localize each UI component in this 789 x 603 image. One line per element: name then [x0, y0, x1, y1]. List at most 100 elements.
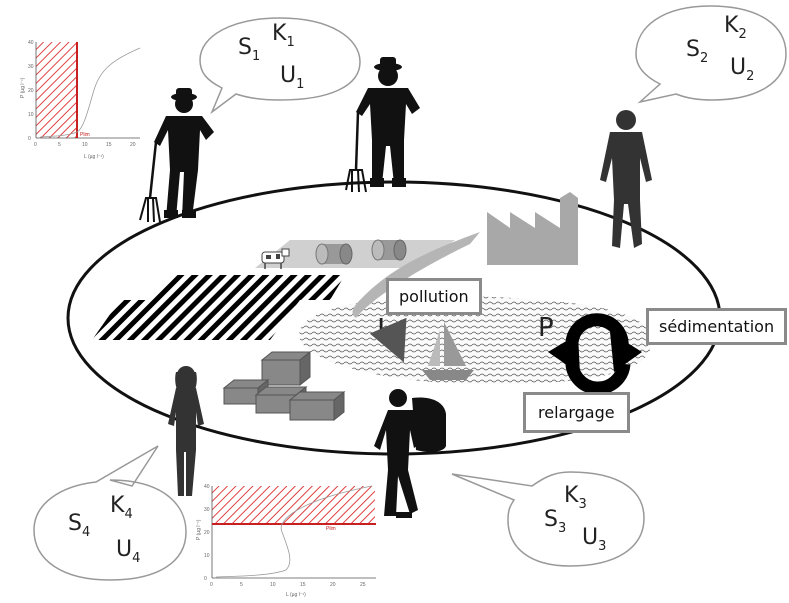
stakeholder-1-u-index: 1	[296, 77, 304, 92]
plot-1-x-tick: 20	[130, 142, 136, 148]
plot-2-x-tick: 20	[330, 582, 336, 588]
plot-2: 0 10 20 30 40 0 5 10 15 20 25 Plim P (µg l⁻¹) L (…	[196, 484, 376, 598]
plot-1-x-tick: 15	[106, 142, 112, 148]
svg-text:K3: K3	[564, 483, 587, 512]
stakeholder-3-labels: S3 K3 U3	[544, 483, 606, 554]
plot-1-x-tick: 0	[34, 142, 37, 148]
farmer-1-silhouette	[139, 88, 214, 223]
stakeholder-2-s: S	[686, 37, 700, 62]
svg-text:U4: U4	[116, 537, 140, 566]
hiker-silhouette	[374, 389, 446, 518]
plot-2-x-tick: 15	[300, 582, 306, 588]
plot-2-x-tick: 25	[360, 582, 366, 588]
stakeholder-4-k-index: 4	[124, 507, 132, 522]
farmer-2-silhouette	[345, 57, 420, 193]
plot-2-x-tick: 10	[270, 582, 276, 588]
stakeholder-1-u: U	[280, 63, 296, 88]
cow-icon	[261, 248, 290, 269]
speech-bubble-2	[635, 5, 787, 104]
relargage-label-box: relargage	[523, 392, 630, 433]
svg-text:K1: K1	[272, 21, 295, 50]
speech-bubble-3	[451, 471, 645, 567]
pollution-label: pollution	[399, 287, 469, 306]
plot-1-x-tick: 10	[82, 142, 88, 148]
stakeholder-4-k: K	[110, 493, 125, 518]
pollution-flow	[352, 232, 480, 318]
stakeholder-4-s: S	[68, 511, 82, 536]
hay-bale-2	[371, 239, 407, 261]
sedimentation-label-box: sédimentation	[646, 308, 788, 345]
stakeholder-3-k: K	[564, 483, 579, 508]
stakeholder-4-labels: S4 K4 U4	[68, 493, 140, 566]
stakeholder-2-u-index: 2	[746, 69, 754, 84]
plot-2-y-tick: 20	[204, 530, 210, 536]
plot-2-xlabel: L (µg l⁻¹)	[286, 592, 306, 598]
plot-1-ylabel: P (µg l⁻¹)	[20, 77, 26, 98]
plot-1-marker-label: Plim	[80, 132, 90, 138]
stakeholder-1-s-index: 1	[252, 49, 260, 64]
plot-2-ylabel: P (µg l⁻¹)	[196, 519, 202, 540]
stakeholder-3-u: U	[582, 525, 598, 550]
svg-text:S4: S4	[68, 511, 90, 540]
relargage-label: relargage	[538, 403, 615, 422]
speech-bubble-1	[199, 17, 361, 115]
svg-text:U1: U1	[280, 63, 304, 92]
plot-2-y-tick: 30	[204, 507, 210, 513]
stakeholder-2-labels: S2 K2 U2	[686, 13, 754, 84]
plot-2-threshold-label: Plim	[326, 526, 336, 532]
svg-text:S3: S3	[544, 507, 566, 536]
man-silhouette	[600, 110, 652, 248]
svg-text:K2: K2	[724, 13, 747, 42]
stakeholder-4-u: U	[116, 537, 132, 562]
plot-1-y-tick: 30	[28, 64, 34, 70]
stakeholder-2-k: K	[724, 13, 739, 38]
sailboat-icon	[422, 322, 474, 380]
plot-1-xlabel: L (µg l⁻¹)	[84, 154, 104, 160]
load-symbol: L	[377, 312, 393, 345]
stakeholder-1-k: K	[272, 21, 287, 46]
stakeholder-2-u: U	[730, 55, 746, 80]
stakeholder-3-k-index: 3	[578, 497, 586, 512]
plot-2-y-tick: 10	[204, 553, 210, 559]
plot-2-y-tick: 40	[204, 484, 210, 490]
plot-1-hatch	[36, 42, 77, 138]
sedimentation-label: sédimentation	[659, 317, 775, 336]
pollution-label-box: pollution	[386, 278, 482, 315]
plot-1-y-tick: 10	[28, 112, 34, 118]
stakeholder-4-u-index: 4	[132, 551, 140, 566]
stakeholder-1-s: S	[238, 35, 252, 60]
plot-1-curve	[39, 47, 141, 138]
phosphorus-symbol: P	[538, 313, 554, 343]
plot-1-y-tick: 40	[28, 40, 34, 46]
stakeholder-3-u-index: 3	[598, 539, 606, 554]
stakeholder-4-s-index: 4	[82, 525, 90, 540]
field-striped-2	[92, 300, 300, 340]
plot-2-curve	[215, 485, 373, 578]
field-striped-1	[150, 275, 345, 300]
svg-text:K4: K4	[110, 493, 133, 522]
plot-2-x-tick: 0	[210, 582, 213, 588]
svg-text:U3: U3	[582, 525, 606, 554]
buildings-icon	[222, 350, 346, 422]
stakeholder-2-s-index: 2	[700, 51, 708, 66]
svg-text:S1: S1	[238, 35, 260, 64]
stakeholder-1-labels: S1 K1 U1	[238, 21, 304, 92]
plot-1-y-tick: 0	[28, 136, 31, 142]
plot-1-x-tick: 5	[58, 142, 61, 148]
factory-icon	[487, 192, 578, 265]
stakeholder-2-k-index: 2	[738, 27, 746, 42]
svg-text:U2: U2	[730, 55, 754, 84]
plot-2-hatch	[212, 486, 375, 524]
plot-1-y-tick: 20	[28, 88, 34, 94]
load-arrow	[369, 317, 407, 363]
stakeholder-3-s: S	[544, 507, 558, 532]
plot-2-y-tick: 0	[204, 576, 207, 582]
speech-bubble-4	[33, 445, 187, 581]
svg-text:S2: S2	[686, 37, 708, 66]
woman-silhouette	[168, 366, 204, 496]
plot-2-x-tick: 5	[240, 582, 243, 588]
hay-bale-1	[315, 243, 353, 265]
cycle-arrows-icon	[548, 313, 642, 395]
stakeholder-3-s-index: 3	[558, 521, 566, 536]
